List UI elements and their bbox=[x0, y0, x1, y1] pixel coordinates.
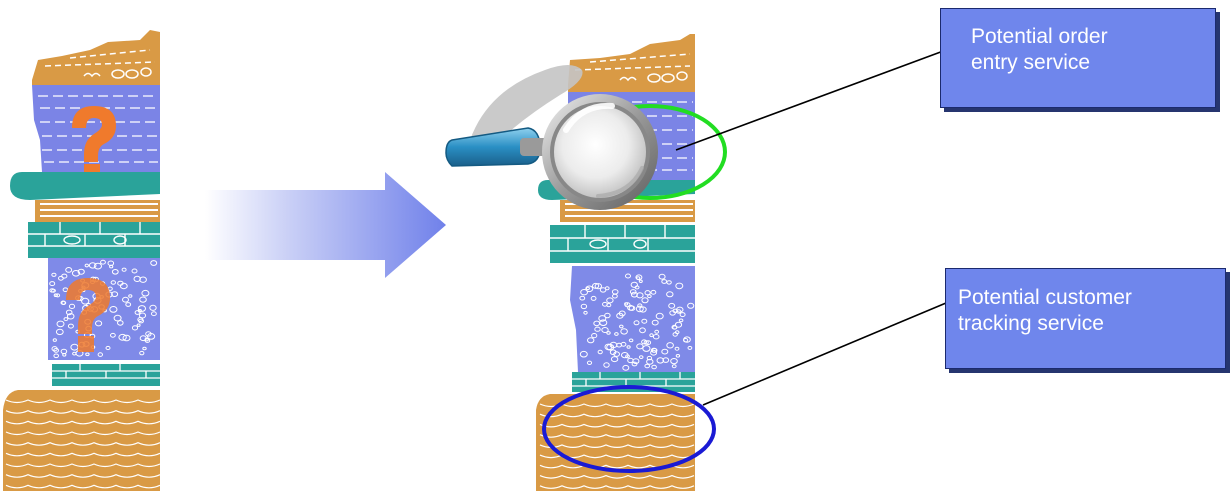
customer-tracking-callout: Potential customer tracking service bbox=[945, 268, 1226, 369]
right-sandstone-cap bbox=[568, 34, 695, 92]
left-sandstone-cap bbox=[32, 30, 160, 85]
customer-tracking-leader-line bbox=[703, 303, 946, 405]
customer-tracking-callout-line-2: tracking service bbox=[958, 311, 1225, 337]
customer-tracking-callout-line-1: Potential customer bbox=[958, 285, 1225, 311]
order-entry-leader-line bbox=[676, 50, 946, 150]
left-strata-column bbox=[3, 30, 160, 491]
order-entry-callout-line-2: entry service bbox=[971, 50, 1215, 76]
left-teal-band bbox=[10, 172, 160, 200]
order-entry-callout-line-1: Potential order bbox=[971, 24, 1215, 50]
order-entry-callout: Potential order entry service bbox=[940, 8, 1216, 108]
right-limestone-layer bbox=[550, 225, 695, 263]
transition-arrow bbox=[205, 172, 446, 278]
